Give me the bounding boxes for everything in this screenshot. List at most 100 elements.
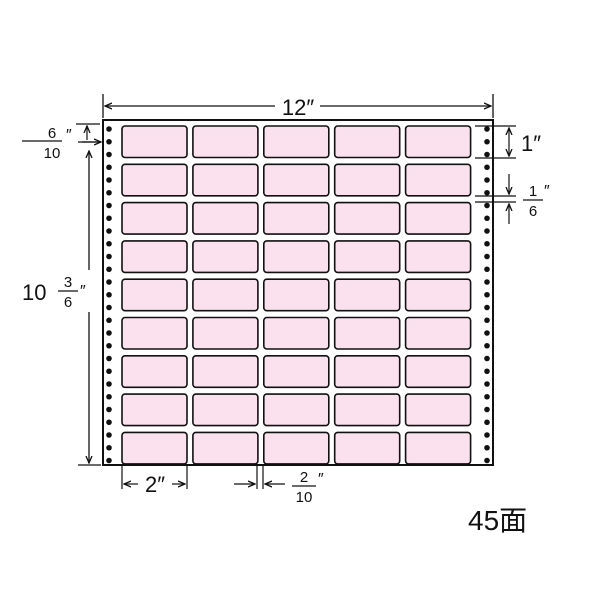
label-r5-c4 bbox=[333, 278, 401, 312]
left-tractor-hole bbox=[106, 304, 112, 311]
right-tractor-hole bbox=[484, 444, 490, 451]
label-r7-c1 bbox=[121, 354, 188, 389]
label-r9-c1 bbox=[121, 431, 188, 465]
right-tractor-hole bbox=[484, 457, 490, 464]
label-r2-c3 bbox=[262, 163, 330, 197]
right-tractor-hole bbox=[484, 215, 490, 222]
right-tractor-hole bbox=[484, 355, 490, 362]
label-r8-c3 bbox=[262, 393, 330, 427]
left-tractor-hole bbox=[106, 381, 112, 387]
label-r1-c3 bbox=[262, 125, 330, 159]
right-tractor-hole bbox=[484, 138, 490, 145]
label-r2-c1 bbox=[121, 163, 188, 197]
height-numerator: 3 bbox=[64, 274, 72, 291]
right-tractor-hole bbox=[484, 432, 490, 438]
left-tractor-hole bbox=[106, 406, 112, 413]
right-tractor-hole bbox=[484, 381, 490, 387]
label-r7-c4 bbox=[333, 354, 401, 389]
left-tractor-hole bbox=[106, 432, 112, 438]
right-tractor-hole bbox=[484, 177, 490, 183]
label-height-text: 1″ bbox=[521, 131, 541, 156]
label-r4-c2 bbox=[192, 240, 259, 274]
right-tractor-hole bbox=[484, 266, 490, 273]
label-r6-c4 bbox=[333, 316, 401, 350]
label-r2-c5 bbox=[404, 163, 472, 197]
right-tractor-hole bbox=[484, 126, 490, 132]
left-tractor-hole bbox=[106, 253, 112, 260]
label-r1-c4 bbox=[333, 125, 401, 159]
label-r7-c2 bbox=[192, 354, 259, 389]
left-tractor-hole bbox=[106, 444, 112, 451]
label-r7-c3 bbox=[262, 354, 330, 389]
label-count: 45面 bbox=[468, 505, 527, 536]
top-margin-numerator: 6 bbox=[48, 125, 56, 142]
right-tractor-hole bbox=[484, 304, 490, 311]
label-r4-c1 bbox=[121, 240, 188, 274]
left-tractor-hole bbox=[106, 266, 112, 273]
label-r4-c4 bbox=[333, 240, 401, 274]
left-tractor-hole bbox=[106, 291, 112, 298]
row-gap-denominator: 6 bbox=[529, 203, 537, 220]
label-r4-c3 bbox=[262, 240, 330, 274]
right-tractor-hole bbox=[484, 368, 490, 375]
left-tractor-hole bbox=[106, 164, 112, 171]
label-r5-c2 bbox=[192, 278, 259, 312]
label-r6-c1 bbox=[121, 316, 188, 350]
col-gap-inch: ″ bbox=[318, 471, 324, 488]
label-r8-c5 bbox=[404, 393, 472, 427]
left-tractor-hole bbox=[106, 215, 112, 222]
label-r8-c2 bbox=[192, 393, 259, 427]
label-r1-c1 bbox=[121, 125, 188, 159]
row-gap-inch: ″ bbox=[544, 183, 550, 200]
right-tractor-hole bbox=[484, 406, 490, 413]
left-tractor-hole bbox=[106, 240, 112, 247]
left-tractor-hole bbox=[106, 177, 112, 183]
left-tractor-hole bbox=[106, 330, 112, 336]
left-tractor-hole bbox=[106, 151, 112, 158]
left-tractor-hole bbox=[106, 368, 112, 375]
left-tractor-hole bbox=[106, 317, 112, 324]
label-r9-c5 bbox=[404, 431, 472, 465]
label-r5-c5 bbox=[404, 278, 472, 312]
label-width-dimension bbox=[121, 464, 188, 489]
label-r9-c3 bbox=[262, 431, 330, 465]
tractor-holes bbox=[106, 126, 490, 464]
label-r2-c2 bbox=[192, 163, 259, 197]
right-tractor-hole bbox=[484, 202, 490, 209]
label-r7-c5 bbox=[404, 354, 472, 389]
top-margin-denominator: 10 bbox=[44, 145, 61, 162]
left-tractor-hole bbox=[106, 342, 112, 349]
right-tractor-hole bbox=[484, 330, 490, 336]
left-tractor-hole bbox=[106, 393, 112, 400]
col-gap-dimension bbox=[234, 464, 316, 489]
top-margin-inch: ″ bbox=[66, 127, 72, 144]
width-label: 12″ bbox=[282, 95, 314, 120]
right-tractor-hole bbox=[484, 419, 490, 426]
label-r3-c3 bbox=[262, 201, 330, 235]
left-tractor-hole bbox=[106, 355, 112, 362]
right-tractor-hole bbox=[484, 189, 490, 196]
height-denominator: 6 bbox=[64, 294, 72, 311]
label-r5-c3 bbox=[262, 278, 330, 312]
label-width-text: 2″ bbox=[145, 472, 165, 497]
label-r8-c1 bbox=[121, 393, 188, 427]
label-r6-c2 bbox=[192, 316, 259, 350]
label-r3-c2 bbox=[192, 201, 259, 235]
label-r9-c4 bbox=[333, 431, 401, 465]
label-grid bbox=[121, 125, 472, 465]
label-r5-c1 bbox=[121, 278, 188, 312]
right-tractor-hole bbox=[484, 240, 490, 247]
label-r2-c4 bbox=[333, 163, 401, 197]
right-tractor-hole bbox=[484, 342, 490, 349]
top-margin-dimension bbox=[22, 123, 101, 142]
col-gap-denominator: 10 bbox=[296, 489, 313, 506]
right-tractor-hole bbox=[484, 228, 490, 234]
left-tractor-hole bbox=[106, 419, 112, 426]
left-tractor-hole bbox=[106, 189, 112, 196]
left-tractor-hole bbox=[106, 138, 112, 145]
left-tractor-hole bbox=[106, 228, 112, 234]
right-tractor-hole bbox=[484, 164, 490, 171]
width-dimension bbox=[102, 94, 494, 118]
label-r8-c4 bbox=[333, 393, 401, 427]
